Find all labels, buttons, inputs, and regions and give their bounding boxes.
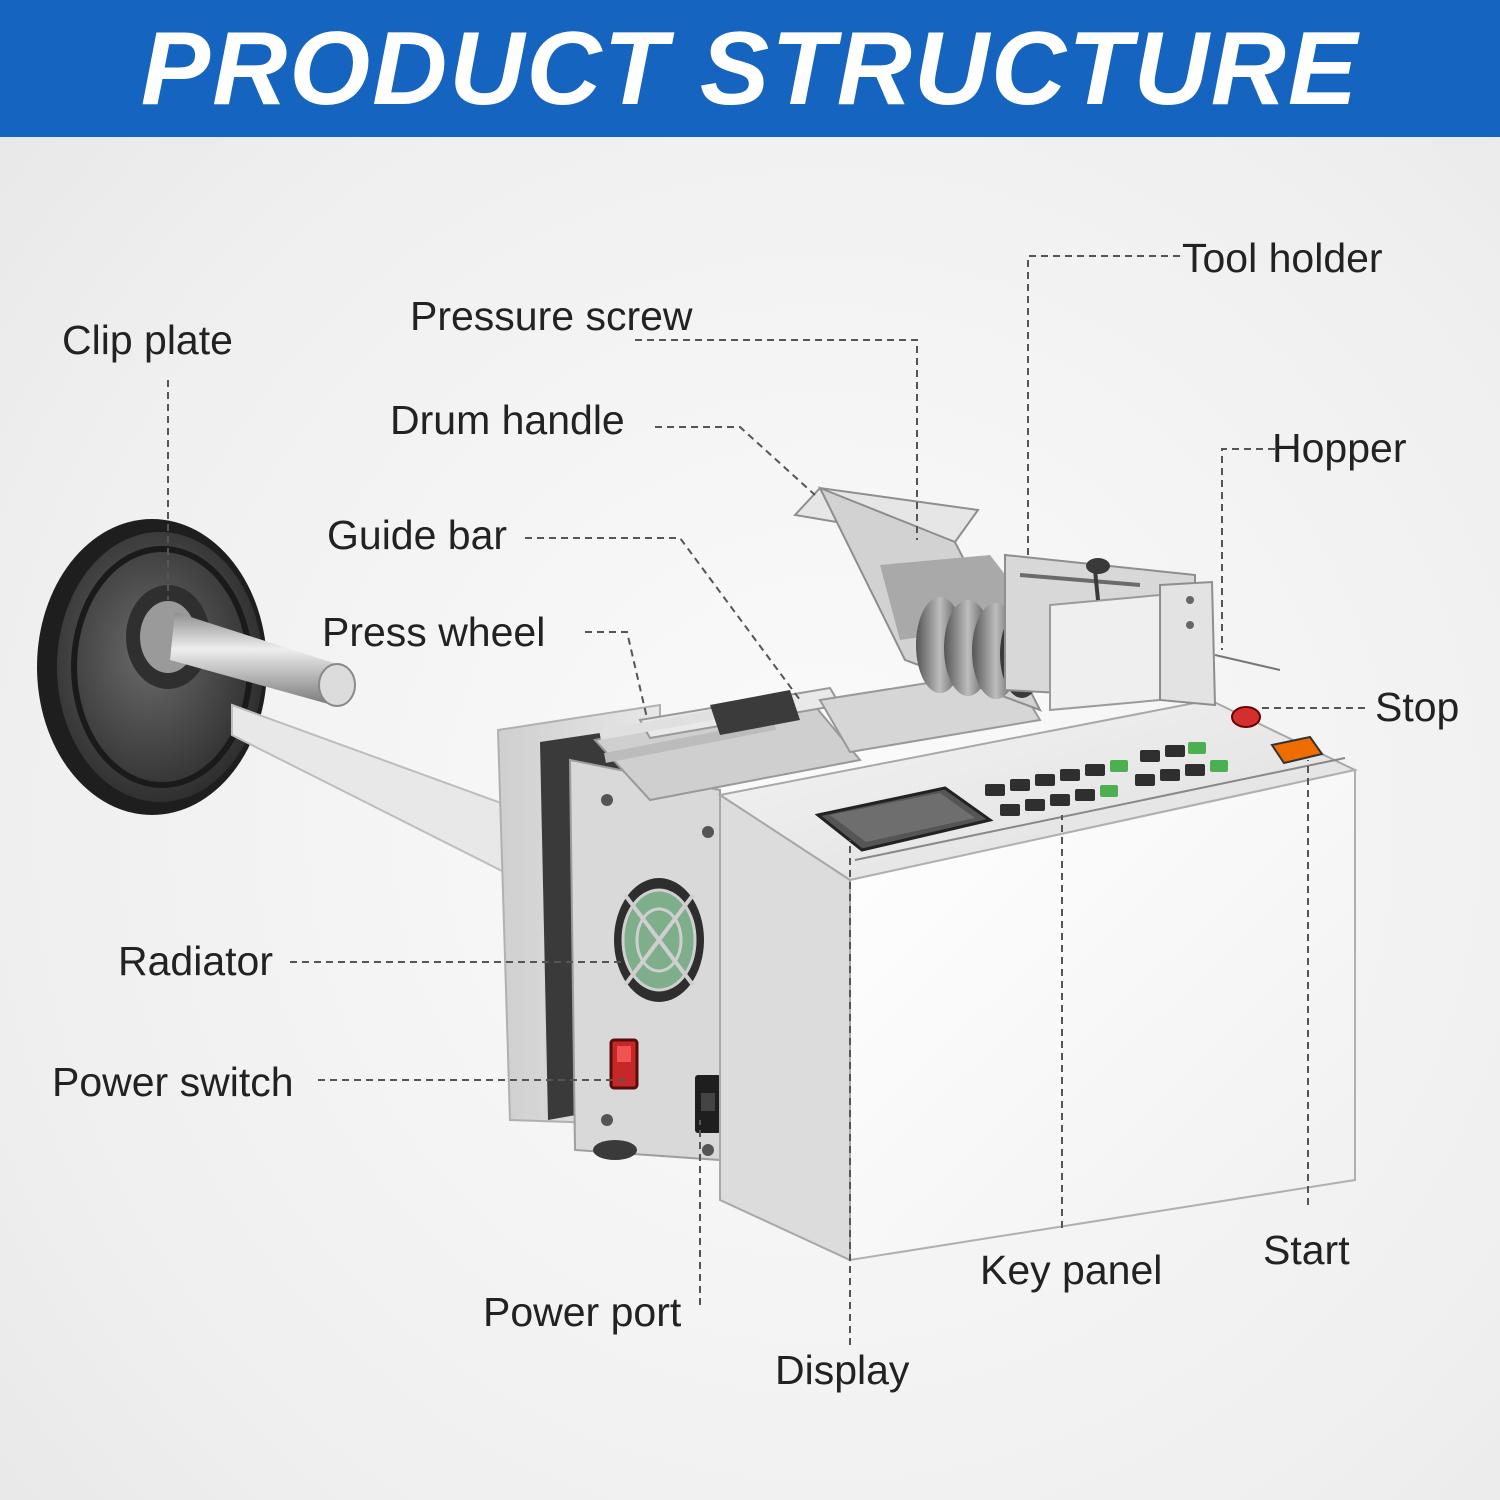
page-title: PRODUCT STRUCTURE (140, 10, 1360, 127)
start-button-shape (1270, 735, 1324, 765)
label-clip-plate: Clip plate (62, 317, 233, 363)
display-screen (814, 786, 994, 852)
power-port (695, 1075, 721, 1133)
label-stop: Stop (1375, 684, 1460, 730)
machine-side-housing (496, 703, 721, 1162)
label-pressure-screw: Pressure screw (410, 293, 693, 339)
clip-plate-spool (37, 519, 521, 882)
label-drum-handle: Drum handle (390, 397, 625, 443)
label-power-switch: Power switch (52, 1059, 294, 1105)
label-start: Start (1263, 1227, 1350, 1273)
label-hopper: Hopper (1272, 425, 1407, 471)
label-display: Display (775, 1347, 910, 1393)
label-press-wheel: Press wheel (322, 609, 546, 655)
stop-button-shape (1231, 706, 1261, 728)
machine-feet (593, 1140, 637, 1160)
label-key-panel: Key panel (980, 1247, 1163, 1293)
label-guide-bar: Guide bar (327, 512, 508, 558)
leader-lines (167, 255, 1365, 1345)
radiator-fan (614, 878, 704, 1002)
key-panel (985, 742, 1228, 816)
label-radiator: Radiator (118, 938, 273, 984)
tool-holder-assembly (1004, 553, 1281, 712)
label-tool-holder: Tool holder (1182, 235, 1383, 281)
power-switch (609, 1038, 639, 1090)
header-banner: PRODUCT STRUCTURE (0, 0, 1500, 137)
label-power-port: Power port (483, 1289, 682, 1335)
